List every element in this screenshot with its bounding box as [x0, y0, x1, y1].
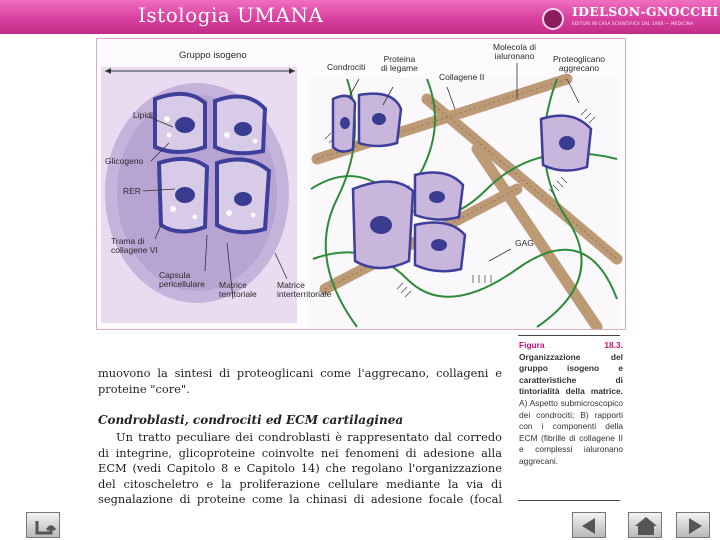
home-button[interactable] — [628, 512, 662, 538]
label-territorial-matrix: Matrice territoriale — [219, 281, 257, 299]
triangle-right-icon — [677, 513, 711, 539]
caption-rule — [518, 500, 620, 501]
header-bar: Istologia UMANA IDELSON-GNOCCHI EDITORI … — [0, 0, 720, 34]
label-collagen-vi: Trama di collagene VI — [111, 237, 158, 255]
caption-text: A) Aspetto submicroscopico dei condrocit… — [519, 398, 623, 466]
label-link-protein: Proteina di legame — [381, 55, 418, 73]
book-title: Istologia UMANA — [138, 3, 323, 27]
publisher-name: IDELSON-GNOCCHI — [572, 4, 719, 19]
return-button[interactable] — [26, 512, 60, 538]
label-interterritorial-matrix: Matrice interterritoriale — [277, 281, 331, 299]
house-icon — [629, 513, 663, 539]
section-heading: Condroblasti, condrociti ed ECM cartilag… — [98, 413, 502, 427]
next-page-button[interactable] — [676, 512, 710, 538]
body-paragraph: muovono la sintesi di proteoglicani come… — [98, 366, 502, 397]
figure-caption: Figura 18.3. Organizzazione del gruppo i… — [519, 340, 623, 468]
label-glycogen: Glicogeno — [105, 157, 143, 166]
caption-number: Figura 18.3. — [519, 340, 623, 350]
return-arrow-icon — [27, 513, 61, 539]
label-proteoglycan: Proteoglicano aggrecano — [553, 55, 605, 73]
label-hyaluronan: Molecola di ialuronano — [493, 43, 536, 61]
previous-page-button[interactable] — [572, 512, 606, 538]
label-lipids: Lipidi — [133, 111, 153, 120]
publisher-logo-icon — [542, 8, 564, 30]
publisher-subtitle: EDITORI IN CASA SCIENTIFICA DAL 1908 — M… — [572, 21, 693, 26]
label-pericellular-capsule: Capsula pericellulare — [159, 271, 205, 289]
triangle-left-icon — [573, 513, 607, 539]
figure-illustration: Gruppo isogeno Lipidi Glicogeno RER Tram… — [96, 38, 626, 330]
label-isogenous-group: Gruppo isogeno — [179, 51, 247, 60]
caption-title: Organizzazione del gruppo isogeno e cara… — [519, 352, 623, 397]
label-rer: RER — [123, 187, 141, 196]
body-paragraph: Un tratto peculiare dei condroblasti è r… — [98, 430, 502, 508]
label-chondrocytes: Condrociti — [327, 63, 365, 72]
label-collagen-ii: Collagene II — [439, 73, 484, 82]
label-gag: GAG — [515, 239, 534, 248]
caption-rule — [518, 335, 620, 336]
